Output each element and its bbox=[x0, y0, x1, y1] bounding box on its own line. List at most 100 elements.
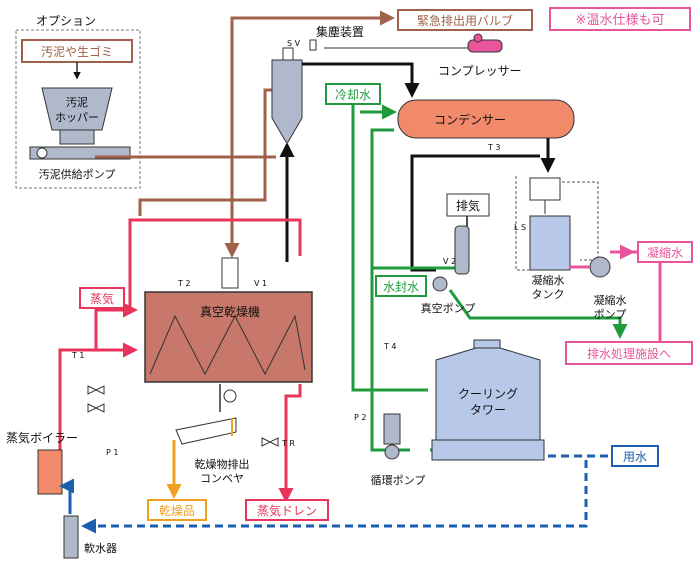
hot-water-note-box bbox=[549, 7, 691, 31]
steam-valves bbox=[87, 385, 279, 447]
wastewater-label: 排水処理施設へ bbox=[587, 346, 671, 361]
compressor-label: コンプレッサー bbox=[438, 64, 522, 78]
pump-motor-icon bbox=[36, 147, 48, 159]
exhaust-label: 排気 bbox=[456, 198, 480, 213]
boiler-label: 蒸気ボイラー bbox=[6, 430, 78, 445]
condensate-tank-label-2: タンク bbox=[532, 288, 565, 301]
tank-head-box bbox=[529, 177, 561, 201]
discharge-valve bbox=[223, 389, 237, 403]
steam-valve-1 bbox=[87, 385, 105, 395]
steam-valve-2 bbox=[87, 403, 105, 413]
compressor-gauge-icon bbox=[473, 33, 483, 43]
vacuum-pump-group: V 2 真空ポンプ bbox=[421, 225, 476, 315]
dry-product-label: 乾燥品 bbox=[159, 504, 195, 518]
vacuum-pump-shape bbox=[432, 276, 448, 292]
sludge-label: 汚泥や生ゴミ bbox=[41, 44, 113, 59]
hopper-outlet bbox=[59, 129, 95, 145]
conveyor-group: 乾燥物排出 コンベヤ bbox=[166, 384, 250, 499]
circulation-pump-label: 循環ポンプ bbox=[371, 474, 426, 487]
vacuum-pump-tank bbox=[454, 225, 470, 275]
emergency-valve-box bbox=[397, 9, 533, 31]
vacuum-dryer-group: 真空乾燥機 T 2 V 1 bbox=[144, 257, 313, 383]
hot-water-note: ※温水仕様も可 bbox=[576, 13, 665, 28]
option-boundary bbox=[15, 29, 141, 189]
dust-collector-label: 集塵装置 bbox=[316, 24, 364, 39]
ls-tag: L S bbox=[514, 223, 526, 232]
p2-tag: P 2 bbox=[354, 413, 366, 422]
compressor-group: コンプレッサー bbox=[324, 33, 522, 78]
cooling-tower-fan bbox=[473, 339, 501, 349]
hopper-label-line1: 汚泥 bbox=[66, 96, 88, 109]
emergency-discharge-line bbox=[230, 10, 395, 157]
condensate-pump-label-2: ポンプ bbox=[594, 308, 627, 321]
condensate-pump-label-1: 凝縮水 bbox=[594, 293, 627, 307]
vacuum-dryer-label: 真空乾燥機 bbox=[200, 304, 260, 319]
level-switch-line bbox=[515, 176, 530, 271]
dryer-inlet-valve bbox=[221, 257, 239, 289]
boiler-group: 蒸気ボイラー bbox=[6, 430, 78, 495]
cooling-tower-return-line bbox=[351, 104, 428, 392]
t3-tag: T 3 bbox=[487, 143, 501, 152]
sludge-feed-pump-label: 汚泥供給ポンプ bbox=[39, 167, 116, 181]
cooling-tower-label-2: タワー bbox=[470, 403, 506, 417]
softener-label: 軟水器 bbox=[84, 541, 117, 555]
cooling-tower-group: クーリング タワー bbox=[431, 339, 545, 461]
cooling-tower-label-1: クーリング bbox=[458, 387, 518, 401]
circulation-pump-group: 循環ポンプ bbox=[371, 413, 426, 487]
collector-to-condenser-line bbox=[302, 62, 420, 98]
tr-tag: T R bbox=[281, 439, 295, 448]
tank-vent-line bbox=[562, 181, 599, 261]
dryer-exhaust-line bbox=[138, 88, 272, 216]
compressor-shape bbox=[467, 39, 503, 53]
boiler-to-dryer-lower-line bbox=[58, 342, 138, 450]
p1-tag: P 1 bbox=[106, 448, 118, 457]
softener-shape bbox=[63, 515, 79, 559]
condensate-group: 凝縮水 ポンプ 凝縮水 排水処理施設へ bbox=[565, 241, 693, 365]
conveyor-label-2: コンベヤ bbox=[200, 472, 244, 485]
steam-drain-line bbox=[278, 384, 302, 503]
conveyor-label-1: 乾燥物排出 bbox=[195, 457, 250, 471]
circulation-pump-shape bbox=[384, 444, 400, 460]
sludge-hopper-shape bbox=[41, 87, 113, 131]
dry-product-box bbox=[147, 499, 207, 521]
service-water-box bbox=[611, 445, 659, 467]
option-title: オプション bbox=[36, 14, 96, 28]
sv-tag: S V bbox=[287, 39, 301, 48]
v2-tag: V 2 bbox=[443, 257, 456, 266]
vacuum-lines bbox=[279, 62, 556, 272]
condensate-tank-shape bbox=[529, 215, 571, 271]
steam-drain-box bbox=[245, 499, 329, 521]
condensate-pump-shape bbox=[589, 256, 611, 278]
service-water-main-line bbox=[81, 454, 608, 534]
vacuum-pump-outlet-line bbox=[448, 289, 628, 339]
t1-tag: T 1 bbox=[71, 351, 85, 360]
condenser-to-vacuum-pump-line bbox=[410, 154, 540, 272]
t4-tag: T 4 bbox=[383, 342, 397, 351]
dryer-agitator bbox=[149, 314, 306, 376]
dust-collector-top bbox=[282, 47, 294, 61]
sv-valve bbox=[309, 39, 317, 51]
option-group: オプション 汚泥や生ゴミ 汚泥 ホッパー 汚泥供給ポンプ bbox=[15, 14, 141, 189]
vacuum-pump-label: 真空ポンプ bbox=[421, 301, 476, 315]
water-seal-box bbox=[375, 275, 427, 297]
exhaust-box bbox=[446, 193, 490, 217]
hopper-label-line2: ホッパー bbox=[55, 111, 99, 124]
water-seal-label: 水封水 bbox=[383, 280, 419, 294]
condensate-box bbox=[637, 241, 693, 263]
t2-tag: T 2 bbox=[177, 279, 191, 288]
circulation-pump-motor bbox=[383, 413, 401, 445]
steam-box bbox=[79, 287, 125, 309]
softener-to-boiler-line bbox=[59, 478, 74, 514]
exhaust-lines bbox=[95, 10, 395, 258]
emergency-valve-label: 緊急排出用バルブ bbox=[417, 13, 513, 28]
condenser-label: コンデンサー bbox=[434, 112, 506, 127]
conveyor-shape bbox=[175, 417, 237, 445]
condensate-tank-group: L S 凝縮水 タンク T 3 bbox=[487, 143, 599, 301]
boiler-to-dryer-line bbox=[94, 302, 138, 350]
condenser-group: コンデンサー bbox=[397, 99, 575, 139]
wastewater-box bbox=[565, 341, 693, 365]
service-water-label: 用水 bbox=[623, 450, 647, 464]
steam-drain-label: 蒸気ドレン bbox=[257, 503, 317, 518]
condensate-tank-label-1: 凝縮水 bbox=[532, 273, 565, 287]
